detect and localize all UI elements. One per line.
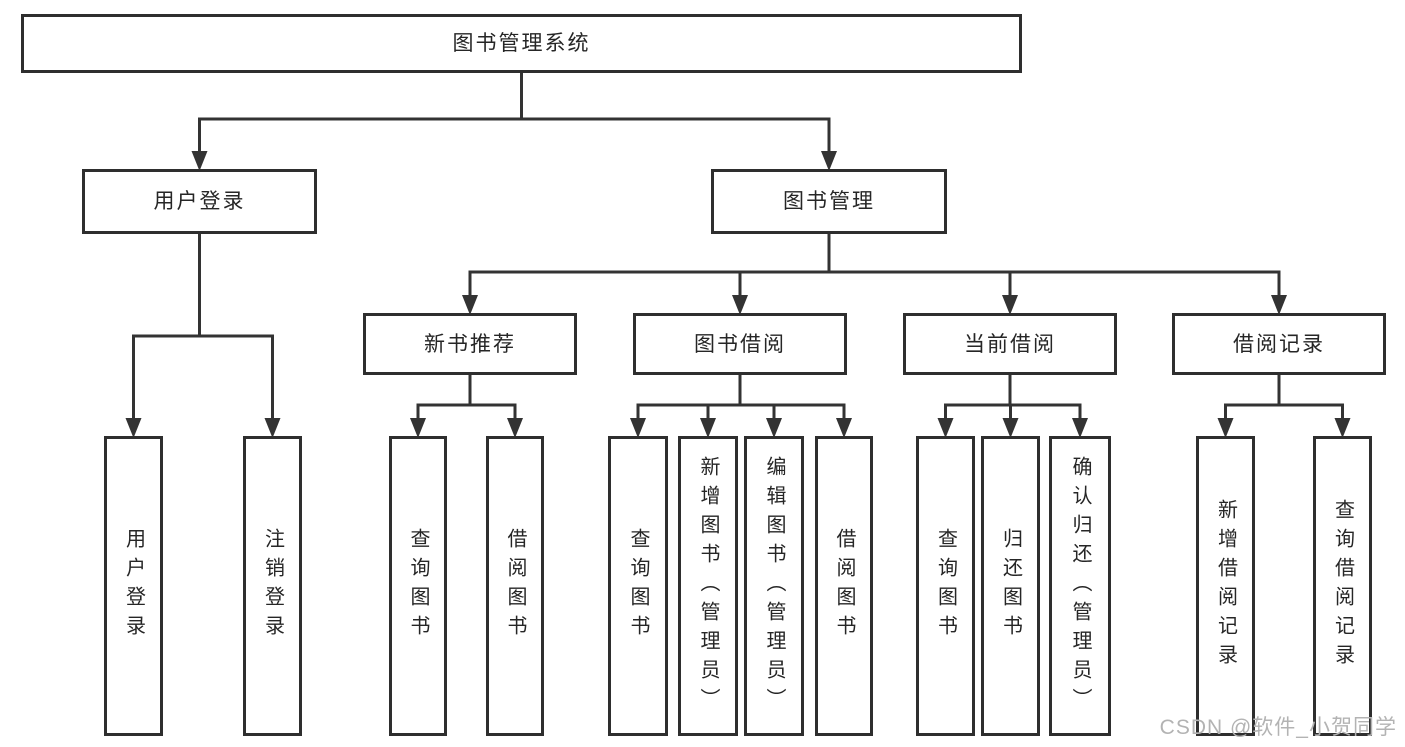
node-label: 借阅图书	[504, 528, 526, 644]
node-label: 查询图书	[407, 528, 429, 644]
node-user-login: 用户登录	[82, 169, 317, 234]
node-label: 新增借阅记录	[1214, 499, 1237, 673]
connector-arrowhead	[937, 418, 954, 438]
node-label: 新书推荐	[424, 332, 516, 356]
node-br-add-record: 新增借阅记录	[1196, 436, 1255, 736]
connector-arrowhead	[1217, 418, 1234, 438]
connector-arrowhead	[410, 418, 426, 438]
node-label: 图书管理系统	[452, 32, 591, 55]
node-label: 借阅图书	[833, 528, 855, 644]
connector-arrowhead	[1271, 295, 1287, 315]
node-label: 借阅记录	[1233, 332, 1325, 356]
node-label: 用户登录	[122, 528, 145, 644]
node-label: 图书管理	[783, 190, 875, 213]
node-new-book-rec: 新书推荐	[363, 313, 577, 375]
node-cb-return-book: 归还图书	[981, 436, 1040, 736]
node-label: 新增图书（管理员）	[697, 455, 719, 717]
connector-arrowhead	[1002, 418, 1019, 438]
node-label: 编辑图书（管理员）	[763, 455, 785, 717]
node-label: 图书借阅	[694, 332, 786, 356]
node-label: 用户登录	[153, 190, 246, 213]
connector-arrowhead	[1072, 418, 1088, 438]
node-bb-query-book: 查询图书	[608, 436, 668, 736]
connector-arrowhead	[766, 418, 782, 438]
node-rec-borrow-book: 借阅图书	[486, 436, 544, 736]
node-label: 查询借阅记录	[1331, 499, 1354, 673]
node-current-borrow: 当前借阅	[903, 313, 1117, 375]
node-label: 归还图书	[999, 528, 1022, 644]
node-cb-query-book: 查询图书	[916, 436, 975, 736]
node-label: 注销登录	[261, 528, 284, 644]
node-label: 当前借阅	[964, 332, 1056, 356]
node-cb-confirm-return: 确认归还（管理员）	[1049, 436, 1111, 736]
connector-arrowhead	[264, 418, 281, 438]
watermark: CSDN @软件_小贺同学	[1159, 716, 1397, 739]
node-rec-query-book: 查询图书	[389, 436, 447, 736]
connector-arrowhead	[125, 418, 142, 438]
connector-arrowhead	[462, 295, 478, 315]
connector-arrowhead	[821, 151, 837, 171]
node-root: 图书管理系统	[21, 14, 1022, 73]
node-bb-borrow-book: 借阅图书	[815, 436, 873, 736]
node-borrow-record: 借阅记录	[1172, 313, 1386, 375]
connector-arrowhead	[630, 418, 646, 438]
connector-arrowhead	[1002, 295, 1018, 315]
connector-arrowhead	[836, 418, 852, 438]
node-label: 确认归还（管理员）	[1069, 455, 1091, 717]
node-label: 查询图书	[627, 528, 649, 644]
node-br-query-record: 查询借阅记录	[1313, 436, 1372, 736]
node-bb-add-book: 新增图书（管理员）	[678, 436, 738, 736]
connector-arrowhead	[191, 151, 208, 171]
connector-arrowhead	[507, 418, 523, 438]
connector-arrowhead	[1334, 418, 1351, 438]
node-login-user: 用户登录	[104, 436, 163, 736]
node-logout-user: 注销登录	[243, 436, 302, 736]
node-label: 查询图书	[934, 528, 957, 644]
connector-arrowhead	[700, 418, 716, 438]
connector-arrowhead	[732, 295, 748, 315]
node-bb-edit-book: 编辑图书（管理员）	[744, 436, 804, 736]
node-book-borrow: 图书借阅	[633, 313, 847, 375]
node-book-mgmt: 图书管理	[711, 169, 947, 234]
